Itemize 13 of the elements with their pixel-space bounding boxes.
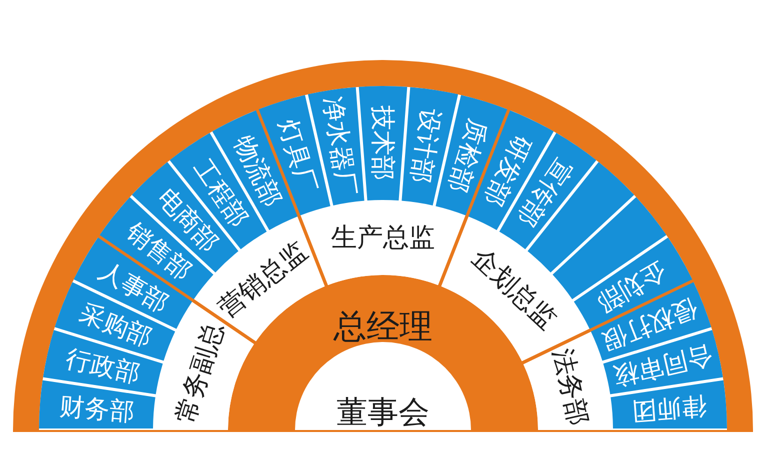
division-name: 常务副总 — [172, 320, 228, 427]
department-name: 行政部 — [64, 346, 143, 387]
department-name: 净水器厂 — [320, 94, 360, 198]
department-name: 财务部 — [58, 393, 136, 424]
department-name: 技术部 — [370, 106, 396, 180]
manager-title: 总经理 — [334, 310, 432, 342]
department-name: 设计部 — [408, 107, 444, 186]
division-name: 生产总监 — [331, 225, 435, 251]
division-name: 企划总监 — [466, 244, 561, 334]
board-name: 董事会 — [336, 398, 430, 428]
division-name: 法务部 — [548, 346, 592, 428]
department-name: 律师团 — [630, 393, 708, 424]
department-segment — [357, 86, 409, 201]
